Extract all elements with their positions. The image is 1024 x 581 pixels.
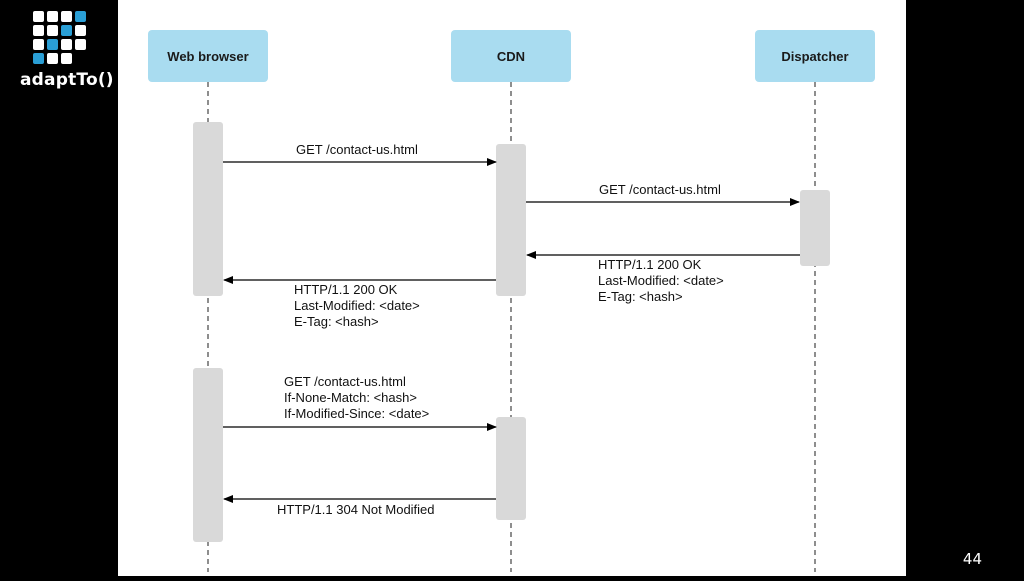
message-4-label-line: Last-Modified: <date> [294,298,420,313]
message-3-label-line: HTTP/1.1 200 OK [598,257,702,272]
logo-square [61,53,72,64]
participant-browser-box [148,30,268,82]
logo-square [61,25,72,36]
participant-dispatcher-label: Dispatcher [781,49,848,64]
message-5-label-line: GET /contact-us.html [284,374,406,389]
participant-cdn-label: CDN [497,49,525,64]
activation-bar-cdn [496,417,526,520]
message-3-label-line: E-Tag: <hash> [598,289,683,304]
message-2-label-line: GET /contact-us.html [599,182,721,197]
participant-dispatcher-box [755,30,875,82]
logo-square [47,25,58,36]
logo-square [33,25,44,36]
logo-square [75,25,86,36]
logo-square [61,39,72,50]
logo-square [47,11,58,22]
logo-square [75,11,86,22]
logo-square [47,53,58,64]
message-5-label-line: If-None-Match: <hash> [284,390,417,405]
message-4-label-line: E-Tag: <hash> [294,314,379,329]
activation-bar-cdn [496,144,526,296]
message-3-label-line: Last-Modified: <date> [598,273,724,288]
participant-cdn-box [451,30,571,82]
activation-bar-browser [193,368,223,542]
message-1-label-line: GET /contact-us.html [296,142,418,157]
activation-bar-browser [193,122,223,296]
activation-bar-dispatcher [800,190,830,266]
logo-square [33,53,44,64]
adaptto-logo-icon [33,11,86,64]
logo-square [33,11,44,22]
logo-square [47,39,58,50]
message-5-label-line: If-Modified-Since: <date> [284,406,429,421]
slide-right-panel: 44 [906,0,1024,576]
logo-square [33,39,44,50]
page-number: 44 [962,550,982,568]
message-6-label-line: HTTP/1.1 304 Not Modified [277,502,435,517]
logo-square [61,11,72,22]
logo-text: adaptTo() [20,70,114,90]
message-4-label-line: HTTP/1.1 200 OK [294,282,398,297]
logo-square [75,39,86,50]
participant-browser-label: Web browser [167,49,248,64]
slide-left-panel: adaptTo() [0,0,118,576]
